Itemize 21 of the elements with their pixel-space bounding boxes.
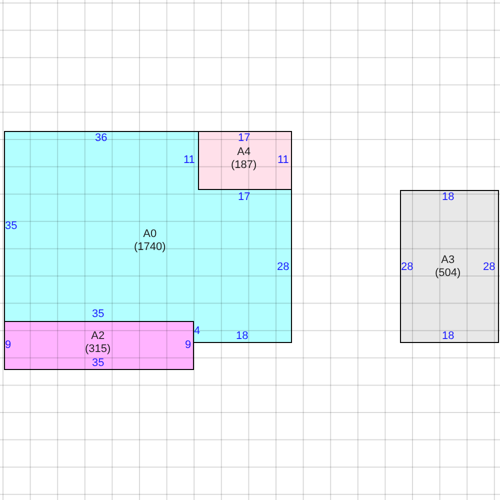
dimension-label: 11 xyxy=(184,154,195,166)
dimension-label: 35 xyxy=(5,220,18,232)
dimension-label: 4 xyxy=(194,325,200,337)
area-label: A2 (315) xyxy=(85,330,111,356)
dimension-label: 35 xyxy=(92,357,104,369)
dimension-label: 28 xyxy=(401,261,414,273)
area-label: A0 (1740) xyxy=(134,228,166,254)
dimension-label: 36 xyxy=(95,132,108,144)
area-label: A4 (187) xyxy=(231,146,257,172)
dimension-label: 18 xyxy=(236,330,248,342)
dimension-label: 28 xyxy=(483,261,496,273)
dimension-label: 18 xyxy=(442,191,454,203)
dimension-label: 17 xyxy=(238,191,250,203)
dimension-label: 28 xyxy=(277,261,290,273)
dimension-label: 9 xyxy=(5,339,12,351)
dimension-label: 18 xyxy=(442,330,454,342)
dimension-label: 11 xyxy=(278,154,289,166)
dimension-label: 17 xyxy=(238,132,250,144)
dimension-label: 35 xyxy=(92,308,104,320)
dimension-label: 9 xyxy=(185,339,192,351)
area-label: A3 (504) xyxy=(435,254,461,280)
